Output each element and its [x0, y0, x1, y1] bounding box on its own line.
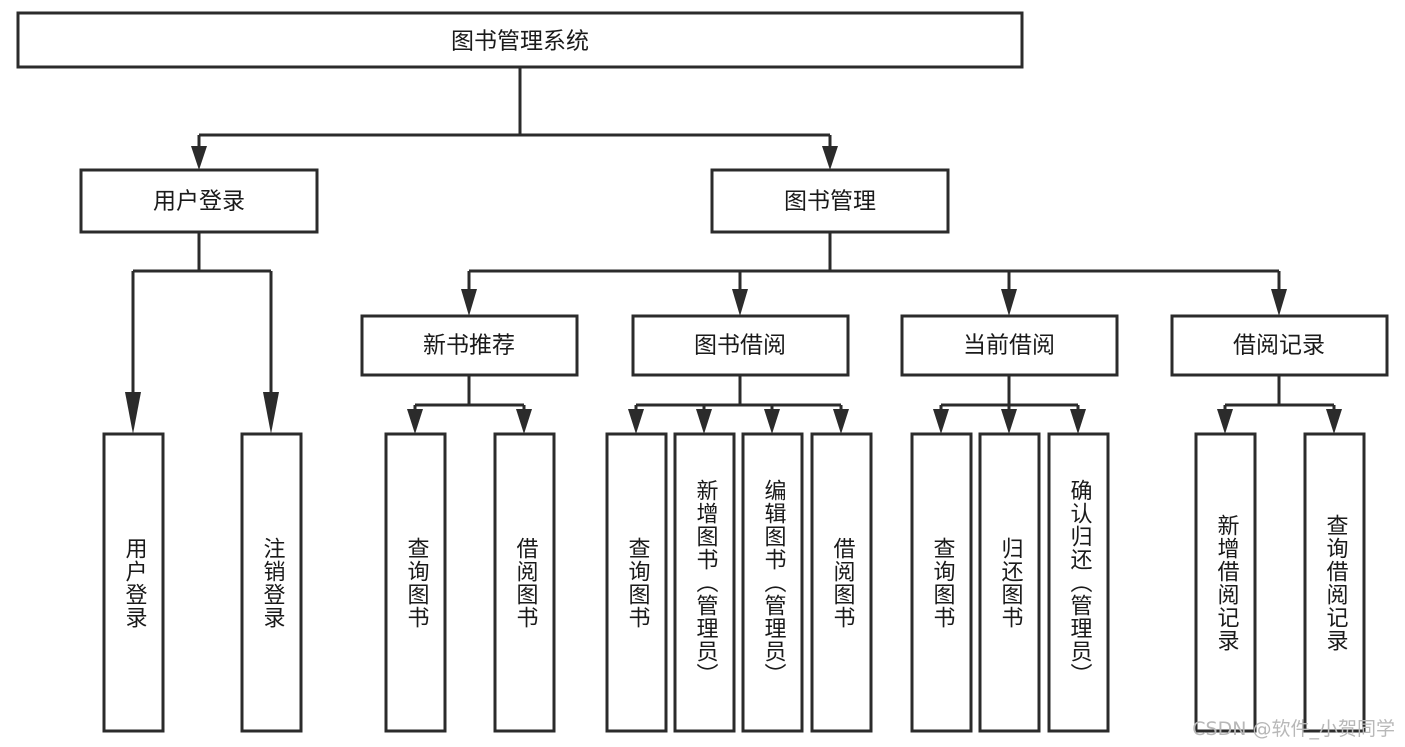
connector-layer	[125, 67, 1342, 434]
node-new-book-rec[interactable]: 新书推荐	[360, 314, 579, 377]
node-book-manage-box[interactable]	[710, 168, 950, 234]
arrow-head-leaf-query-book-1	[407, 409, 423, 434]
leaf-logout-login-label: 注销登录	[259, 536, 285, 629]
node-book-borrow-box[interactable]	[631, 314, 850, 377]
leaf-edit-book-label: 编辑图书（管理员）	[760, 479, 786, 686]
arrow-head-user-login	[191, 146, 207, 170]
leaf-logout-login-box[interactable]	[240, 432, 303, 733]
leaf-confirm-return-box[interactable]	[1047, 432, 1110, 733]
leaf-query-book-2-label: 查询图书	[624, 536, 650, 629]
arrow-head-current-borrow	[1001, 289, 1017, 316]
leaf-logout-login[interactable]: 注销登录	[240, 432, 303, 733]
node-new-book-rec-box[interactable]	[360, 314, 579, 377]
leaf-query-book-2-box[interactable]	[605, 432, 668, 733]
node-root-label: 图书管理系统	[451, 29, 589, 55]
leaf-add-book-box[interactable]	[673, 432, 736, 733]
arrow-head-borrow-record	[1271, 289, 1287, 316]
leaf-add-book-label: 新增图书（管理员）	[692, 479, 718, 686]
leaf-borrow-book-2-label: 借阅图书	[829, 536, 855, 629]
node-book-borrow[interactable]: 图书借阅	[631, 314, 850, 377]
arrow-head-leaf-confirm-return	[1070, 409, 1086, 434]
leaf-query-book-3[interactable]: 查询图书	[910, 432, 973, 733]
node-current-borrow-label: 当前借阅	[963, 333, 1055, 359]
leaf-add-record-box[interactable]	[1194, 432, 1257, 733]
node-user-login-box[interactable]	[79, 168, 319, 234]
arrow-head-leaf-borrow-book-1	[516, 409, 532, 434]
leaf-borrow-book-1-label: 借阅图书	[512, 536, 538, 629]
leaf-query-book-1-label: 查询图书	[403, 536, 429, 629]
leaf-query-book-1-box[interactable]	[384, 432, 447, 733]
leaf-edit-book[interactable]: 编辑图书（管理员）	[741, 432, 804, 733]
leaf-query-book-1[interactable]: 查询图书	[384, 432, 447, 733]
node-borrow-record-label: 借阅记录	[1233, 333, 1325, 359]
leaf-add-record[interactable]: 新增借阅记录	[1194, 432, 1257, 733]
leaf-add-record-label: 新增借阅记录	[1213, 513, 1239, 652]
leaf-query-record[interactable]: 查询借阅记录	[1303, 432, 1366, 733]
arrow-head-leaf-return-book	[1001, 409, 1017, 434]
leaf-borrow-book-2-box[interactable]	[810, 432, 873, 733]
leaf-borrow-book-2[interactable]: 借阅图书	[810, 432, 873, 733]
leaf-confirm-return-label: 确认归还（管理员）	[1066, 479, 1092, 686]
arrow-head-leaf-edit-book	[764, 409, 780, 434]
leaf-borrow-book-1-box[interactable]	[493, 432, 556, 733]
arrow-head-leaf-logout-login	[263, 392, 279, 434]
leaf-query-record-label: 查询借阅记录	[1322, 513, 1348, 652]
leaf-query-book-2[interactable]: 查询图书	[605, 432, 668, 733]
leaf-user-login-box[interactable]	[102, 432, 165, 733]
node-user-login-label: 用户登录	[153, 189, 245, 215]
node-book-borrow-label: 图书借阅	[694, 333, 786, 359]
node-root[interactable]: 图书管理系统	[16, 11, 1024, 69]
leaf-return-book[interactable]: 归还图书	[978, 432, 1041, 733]
arrow-head-leaf-query-book-3	[933, 409, 949, 434]
leaf-borrow-book-1[interactable]: 借阅图书	[493, 432, 556, 733]
arrow-head-leaf-add-record	[1217, 409, 1233, 434]
arrow-head-leaf-query-book-2	[628, 409, 644, 434]
arrow-head-leaf-add-book	[696, 409, 712, 434]
node-book-manage-label: 图书管理	[784, 189, 876, 215]
node-borrow-record-box[interactable]	[1170, 314, 1389, 377]
leaf-return-book-box[interactable]	[978, 432, 1041, 733]
leaf-confirm-return[interactable]: 确认归还（管理员）	[1047, 432, 1110, 733]
node-current-borrow[interactable]: 当前借阅	[900, 314, 1119, 377]
node-book-manage[interactable]: 图书管理	[710, 168, 950, 234]
leaf-user-login-label: 用户登录	[121, 536, 147, 629]
node-current-borrow-box[interactable]	[900, 314, 1119, 377]
leaf-edit-book-box[interactable]	[741, 432, 804, 733]
arrow-head-book-manage	[822, 146, 838, 170]
arrow-head-book-borrow	[732, 289, 748, 316]
arrow-head-new-book-rec	[461, 289, 477, 316]
leaf-user-login[interactable]: 用户登录	[102, 432, 165, 733]
node-root-box[interactable]	[16, 11, 1024, 69]
leaf-add-book[interactable]: 新增图书（管理员）	[673, 432, 736, 733]
leaf-return-book-label: 归还图书	[997, 536, 1023, 629]
arrow-head-leaf-query-record	[1326, 409, 1342, 434]
node-borrow-record[interactable]: 借阅记录	[1170, 314, 1389, 377]
leaf-query-book-3-box[interactable]	[910, 432, 973, 733]
node-user-login[interactable]: 用户登录	[79, 168, 319, 234]
arrow-head-leaf-user-login	[125, 392, 141, 434]
leaf-query-record-box[interactable]	[1303, 432, 1366, 733]
leaf-query-book-3-label: 查询图书	[929, 536, 955, 629]
arrow-head-leaf-borrow-book-2	[833, 409, 849, 434]
node-new-book-rec-label: 新书推荐	[423, 333, 515, 359]
